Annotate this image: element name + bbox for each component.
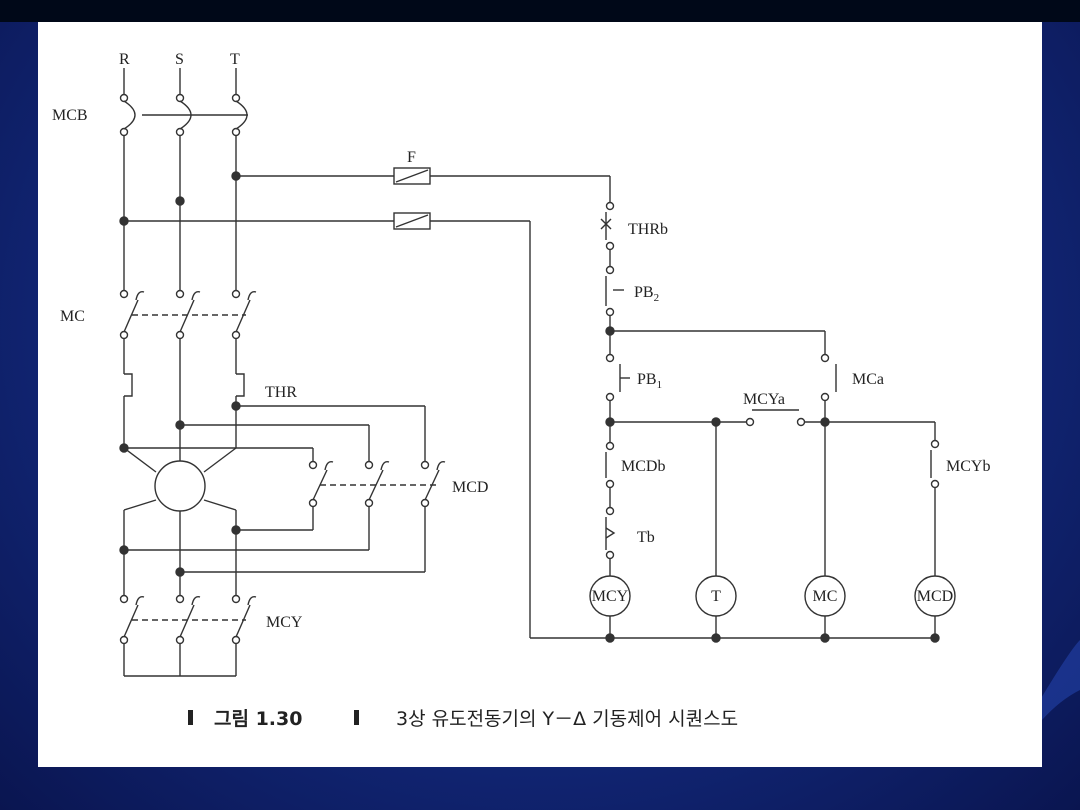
label-tb: Tb [637,529,655,546]
fuse-top [236,167,611,203]
sequence-diagram: R S T MCB F MC THR MCD MCY THRb PB2 PB1 … [52,51,990,730]
caption-figure-label: 그림 1.30 [214,708,302,730]
junction-dot [605,633,615,643]
mcdb-contact [605,441,615,507]
coil-mcy-label: MCY [592,588,629,605]
label-phase-s: S [175,51,184,68]
label-pb2: PB2 [634,284,659,304]
mcyb-contact [930,422,940,576]
caption-bar-right [354,710,359,725]
label-mca: MCa [852,371,884,388]
figure-caption: 그림 1.30 3상 유도전동기의 Y－Δ 기동제어 시퀀스도 [188,708,738,730]
label-thrb: THRb [628,221,668,238]
label-mcyb: MCYb [946,458,990,475]
thrb-contact [600,201,615,266]
label-mc: MC [60,308,85,325]
label-mcy: MCY [266,614,303,631]
coil-mc-label: MC [813,588,838,605]
junction-dot [119,545,129,555]
mcb-breaker [119,93,248,137]
phase-lines [123,68,237,95]
mcd-contacts [308,460,446,508]
label-pb1: PB1 [637,371,662,391]
junction-dot [231,525,241,535]
label-mcya: MCYa [743,391,785,408]
pb1-contact [605,353,630,442]
label-fuse: F [407,149,416,166]
caption-bar-left [188,710,193,725]
label-mcd: MCD [452,479,488,496]
mca-contact [820,353,837,587]
junction-dot [930,633,940,643]
thr-relay [123,339,245,448]
caption-text: 3상 유도전동기의 Y－Δ 기동제어 시퀀스도 [396,708,738,730]
mcya-contact [745,409,806,427]
junction-dot [175,196,185,206]
label-mcb: MCB [52,107,88,124]
slide-content-panel: R S T MCB F MC THR MCD MCY THRb PB2 PB1 … [38,22,1042,767]
label-thr: THR [265,384,297,401]
junction-dot [711,633,721,643]
coil-mcd-label: MCD [917,588,953,605]
mc-contacts [119,289,257,340]
pb2-contact [605,265,624,355]
tb-contact [605,506,616,576]
junction-dot [820,633,830,643]
slide-top-band [0,0,1080,22]
motor [123,447,237,595]
label-mcdb: MCDb [621,458,665,475]
coil-t-label: T [711,588,721,605]
label-phase-r: R [119,51,130,68]
mcy-contacts [119,594,257,677]
junction-dot [820,417,830,427]
fuse-bottom [124,212,935,639]
junction-dot [175,567,185,577]
label-phase-t: T [230,51,240,68]
